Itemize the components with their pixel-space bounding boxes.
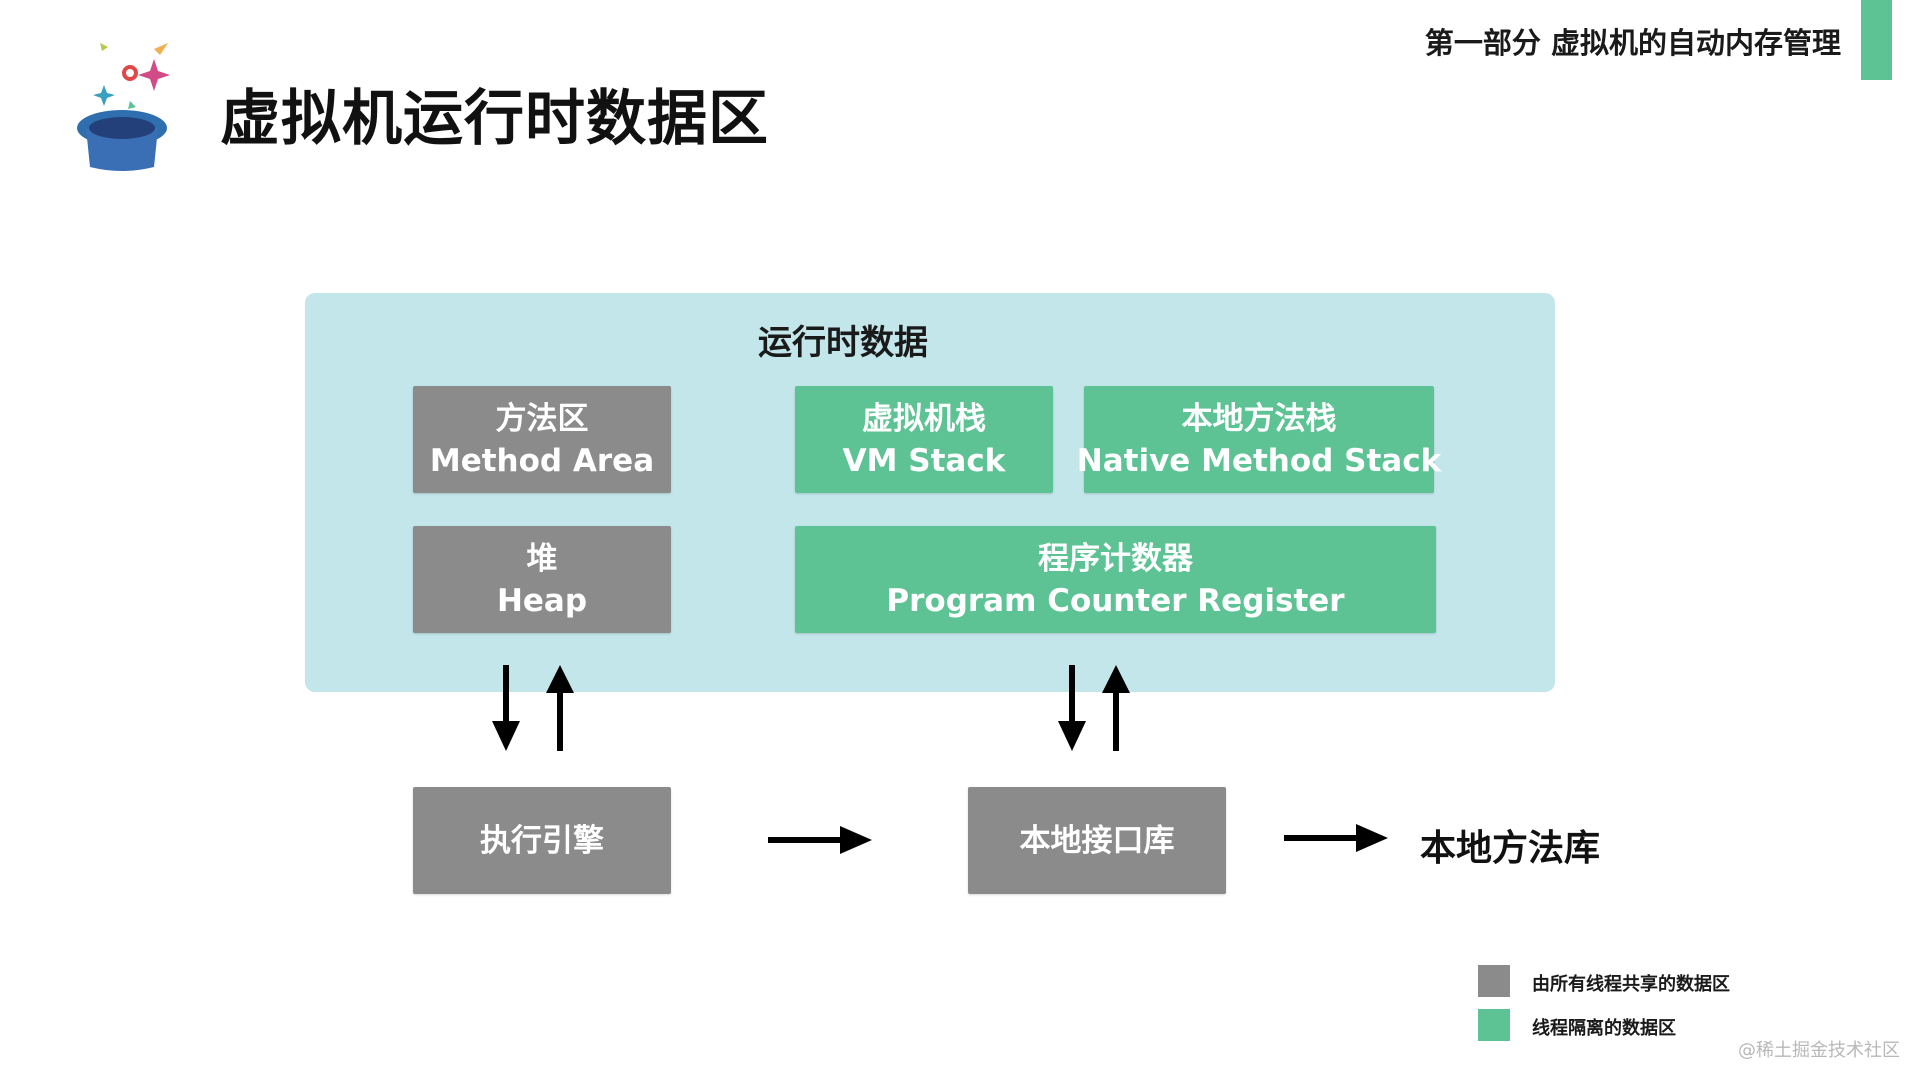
- runtime-data-title: 运行时数据: [758, 323, 928, 363]
- section-title: 第一部分 虚拟机的自动内存管理: [1424, 26, 1841, 60]
- down-arrow-icon: [492, 665, 520, 751]
- vm-stack-en: VM Stack: [842, 442, 1006, 479]
- execution-engine-box: 执行引擎: [413, 787, 671, 894]
- execution-engine-label: 执行引擎: [480, 822, 604, 859]
- legend-isolated-label: 线程隔离的数据区: [1532, 1018, 1676, 1039]
- up-arrow-icon: [546, 665, 574, 751]
- legend-isolated-swatch: [1478, 1009, 1510, 1041]
- method-area-cn: 方法区: [495, 400, 589, 437]
- up-arrow-icon: [1102, 665, 1130, 751]
- method-area-en: Method Area: [429, 442, 655, 479]
- right-arrow-icon: [1284, 824, 1388, 852]
- native-method-stack-en: Native Method Stack: [1076, 442, 1442, 479]
- heap-en: Heap: [496, 582, 588, 619]
- program-counter-en: Program Counter Register: [886, 582, 1345, 619]
- vm-stack-cn: 虚拟机栈: [862, 400, 986, 437]
- heap-box: 堆 Heap: [413, 526, 671, 633]
- heap-cn: 堆: [526, 540, 558, 577]
- legend-shared-label: 由所有线程共享的数据区: [1532, 974, 1730, 995]
- native-method-stack-cn: 本地方法栈: [1181, 400, 1337, 437]
- watermark: @稀土掘金技术社区: [1738, 1040, 1900, 1061]
- magic-hat-icon: [77, 43, 170, 171]
- native-library-label: 本地方法库: [1420, 828, 1601, 869]
- runtime-data-area: 运行时数据 方法区 Method Area 堆 Heap 虚拟机栈 VM Sta…: [305, 293, 1555, 692]
- vm-stack-box: 虚拟机栈 VM Stack: [795, 386, 1053, 493]
- legend-shared-swatch: [1478, 965, 1510, 997]
- down-arrow-icon: [1058, 665, 1086, 751]
- program-counter-box: 程序计数器 Program Counter Register: [795, 526, 1436, 633]
- program-counter-cn: 程序计数器: [1038, 540, 1193, 577]
- native-method-stack-box: 本地方法栈 Native Method Stack: [1077, 386, 1441, 493]
- right-arrow-icon: [768, 826, 872, 854]
- native-interface-box: 本地接口库: [968, 787, 1226, 894]
- method-area-box: 方法区 Method Area: [413, 386, 671, 493]
- accent-bar: [1861, 0, 1892, 80]
- page-title: 虚拟机运行时数据区: [220, 84, 769, 154]
- native-interface-label: 本地接口库: [1019, 822, 1175, 859]
